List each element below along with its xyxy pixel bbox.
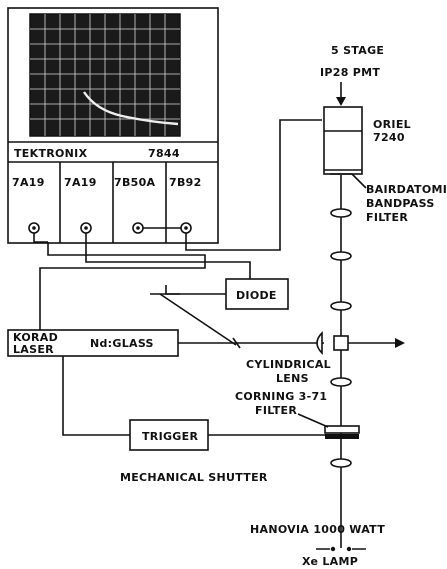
plugin-3-label: 7B50A bbox=[114, 176, 156, 189]
cylindrical-lens-label-1: CYLINDRICAL bbox=[246, 358, 331, 371]
corning-label-2: FILTER bbox=[255, 404, 297, 417]
plugin-4-label: 7B92 bbox=[169, 176, 202, 189]
pmt-label-1: 5 STAGE bbox=[331, 44, 384, 57]
corning-filter bbox=[325, 426, 359, 433]
bandpass-label-1: BAIRDATOMIC bbox=[366, 183, 447, 196]
corning-leader bbox=[298, 414, 328, 427]
laser-type: Nd:GLASS bbox=[90, 337, 154, 350]
bandpass-label-3: FILTER bbox=[366, 211, 408, 224]
cylindrical-lens-label-2: LENS bbox=[276, 372, 309, 385]
laser-name-2: LASER bbox=[13, 343, 54, 356]
pmt-arrow-head bbox=[336, 97, 346, 106]
corning-label-1: CORNING 3-71 bbox=[235, 390, 327, 403]
cylindrical-lens bbox=[317, 333, 322, 353]
bandpass-label-2: BANDPASS bbox=[366, 197, 435, 210]
pmt-housing bbox=[324, 107, 362, 174]
beam-arrow-head bbox=[395, 338, 405, 348]
lamp-label-2: Xe LAMP bbox=[302, 555, 358, 568]
shutter-label: MECHANICAL SHUTTER bbox=[120, 471, 268, 484]
oscilloscope: TEKTRONIX 7844 7A19 7A19 7B50A 7B92 bbox=[8, 8, 218, 243]
sample-cell bbox=[334, 336, 348, 350]
trigger-label: TRIGGER bbox=[142, 430, 198, 443]
diode-label: DIODE bbox=[236, 289, 277, 302]
mechanical-shutter bbox=[325, 434, 359, 439]
pmt-housing-label-2: 7240 bbox=[373, 131, 405, 144]
pmt-label-2: IP28 PMT bbox=[320, 66, 380, 79]
plugin-2-label: 7A19 bbox=[64, 176, 97, 189]
diode-cable bbox=[166, 285, 226, 294]
plugin-1-label: 7A19 bbox=[12, 176, 45, 189]
pmt-housing-label-1: ORIEL bbox=[373, 118, 411, 131]
oscilloscope-brand: TEKTRONIX bbox=[14, 147, 88, 160]
lamp-label-1: HANOVIA 1000 WATT bbox=[250, 523, 385, 536]
oscilloscope-model: 7844 bbox=[148, 147, 180, 160]
